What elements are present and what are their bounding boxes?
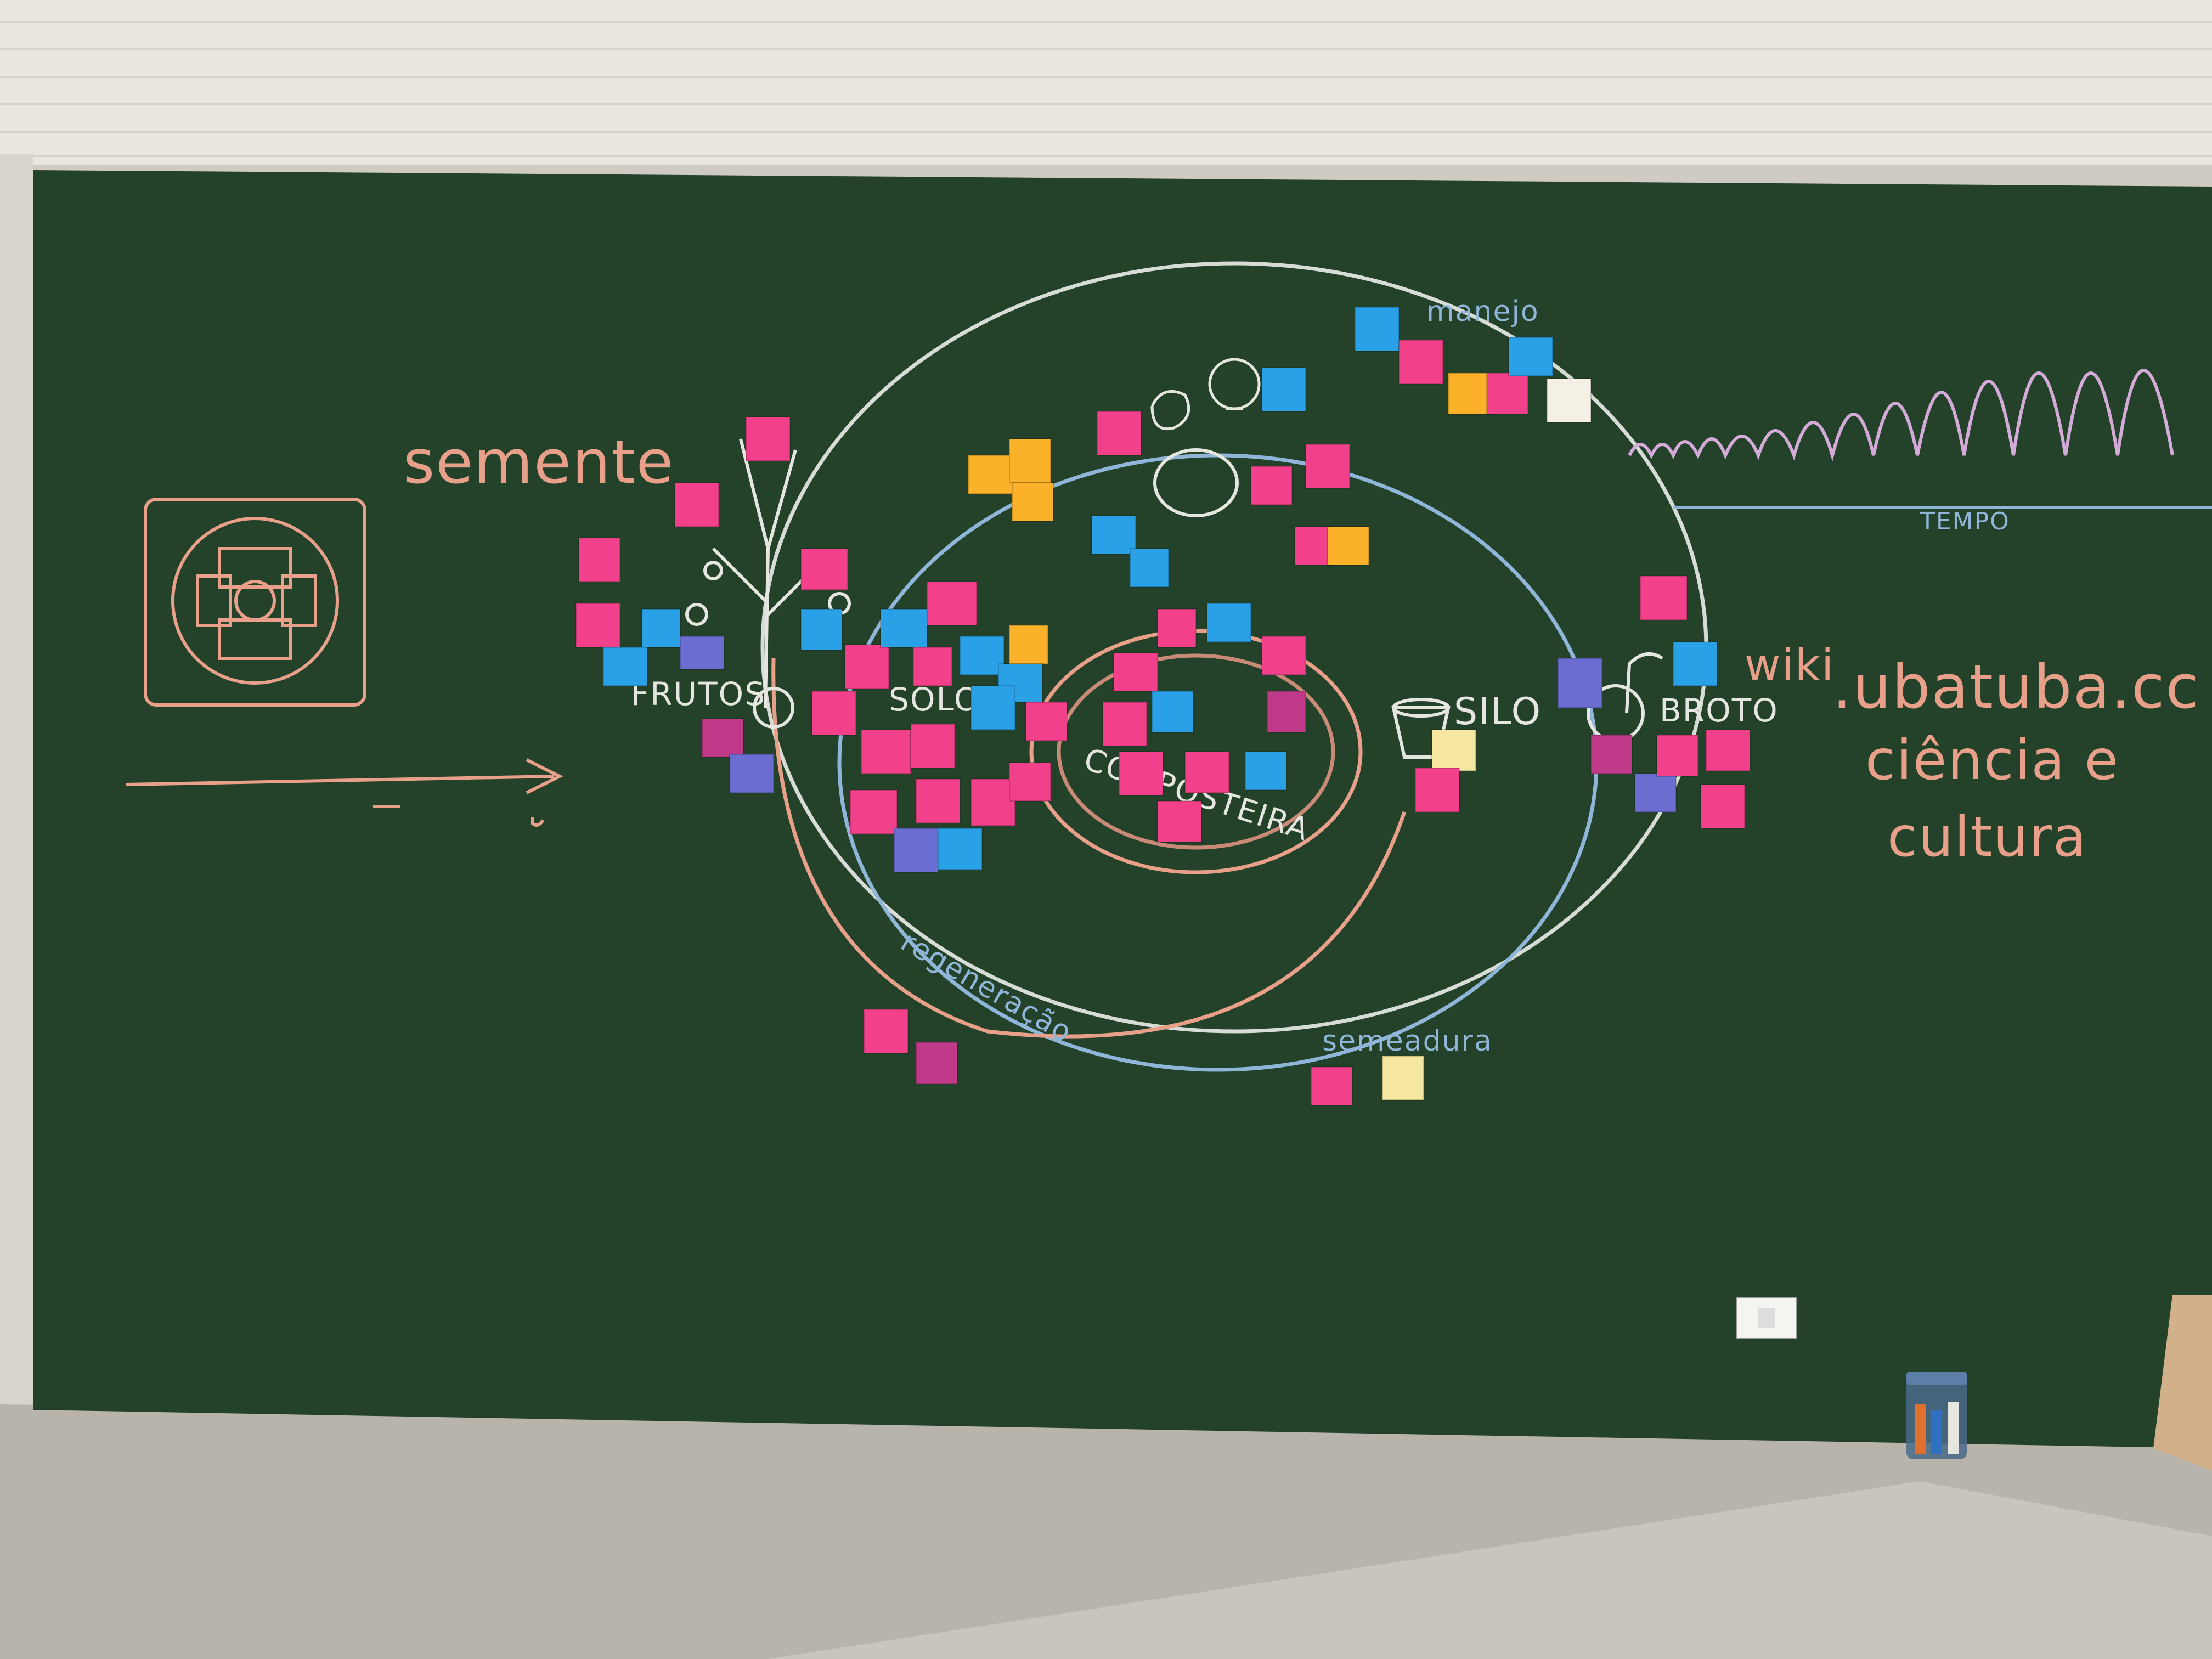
website-domain: .ubatuba.cc [1832,652,2200,722]
sticky-note [1311,1066,1353,1106]
sticky-note [864,1009,909,1054]
sticky-note [1267,691,1306,733]
sticky-note [729,754,774,793]
sticky-note [844,644,889,689]
sticky-note [910,724,955,769]
sticky-note [1184,751,1229,793]
sticky-note [746,416,791,461]
ceiling-slats [0,21,2212,157]
chalkboard [33,170,2212,1448]
sticky-note [674,482,719,527]
time-spiral [1628,369,2212,509]
label-manejo: manejo [1426,295,1539,328]
outlet-socket [1758,1308,1775,1328]
sticky-note [1700,784,1745,829]
label-broto: BROTO [1660,692,1779,729]
sticky-note [968,455,1015,494]
sticky-note [1305,444,1350,489]
sticky-note [1025,702,1068,741]
label-frutos: FRUTOS [631,675,766,713]
sticky-note [1706,729,1751,771]
label-tempo: TEMPO [1920,507,2010,535]
label-semeadura: semeadura [1322,1025,1493,1058]
sticky-note [1097,411,1142,456]
sticky-note [970,778,1015,826]
side-wall [0,154,33,1415]
sticky-note [1261,636,1306,675]
website-line2: ciência e [1865,728,2119,792]
flower-sketch [144,498,366,707]
sticky-note [1355,307,1400,352]
sticky-note [1012,482,1054,522]
sticky-note [927,581,977,626]
floor-light-patch [768,1481,2212,1659]
sticky-note [578,537,620,582]
sticky-note [1245,751,1287,791]
sticky-note [1634,773,1677,812]
sticky-note [1382,1056,1424,1101]
sticky-note [575,603,620,648]
ceiling [0,0,2212,165]
sticky-note [1250,466,1293,505]
sticky-note [1157,608,1197,648]
sticky-note [916,778,961,823]
chalk-jar [1906,1372,1967,1459]
sticky-note [1431,729,1476,771]
sticky-note [1009,625,1048,664]
sticky-note [1119,751,1164,796]
sticky-note [894,828,939,873]
sticky-note [1009,438,1051,483]
sticky-note [641,608,681,648]
sticky-note [970,685,1015,730]
sticky-note [800,548,848,590]
sticky-note [1590,735,1633,774]
sticky-note [1294,526,1334,566]
central-seed [1153,448,1239,517]
sticky-note [1673,641,1718,686]
sticky-note [1640,575,1688,620]
sticky-note [938,828,983,870]
sticky-note [1261,367,1306,412]
label-solo: SOLO [889,681,980,718]
sticky-note [850,789,898,834]
sticky-note [1558,658,1602,708]
website-line3: cultura [1887,805,2087,869]
lightbulb-sketch [1150,358,1261,430]
sticky-note [1486,373,1528,415]
sticky-note [1091,515,1136,555]
sticky-note [811,691,856,736]
sticky-note [1327,526,1369,566]
sticky-note [800,608,843,651]
sticky-note [1508,337,1553,376]
sticky-note [960,636,1005,675]
sticky-note [1009,762,1051,802]
label-semente: semente [403,427,674,497]
sticky-note [1547,378,1592,423]
sticky-note [1152,691,1194,733]
sticky-note [1102,702,1147,747]
label-silo: SILO [1454,690,1542,733]
sticky-note [861,729,911,774]
sticky-note [880,608,928,648]
sticky-note [1398,340,1443,385]
sticky-note [603,647,648,686]
sticky-note [680,636,725,670]
paper-bag [2153,1295,2212,1470]
sticky-notes [575,307,1751,1106]
arrow-sketch [126,758,563,827]
sticky-note [1157,800,1202,843]
sticky-note [1415,768,1460,812]
sticky-note [1448,373,1493,415]
sticky-note [1656,735,1699,777]
sticky-note [913,647,952,686]
sticky-note [916,1042,958,1084]
sticky-note [1130,548,1169,588]
sticky-note [702,718,744,758]
sticky-note [1206,603,1251,642]
website-wiki: wiki [1745,640,1835,691]
sticky-note [1113,652,1158,692]
orange-loop [771,658,1407,1039]
